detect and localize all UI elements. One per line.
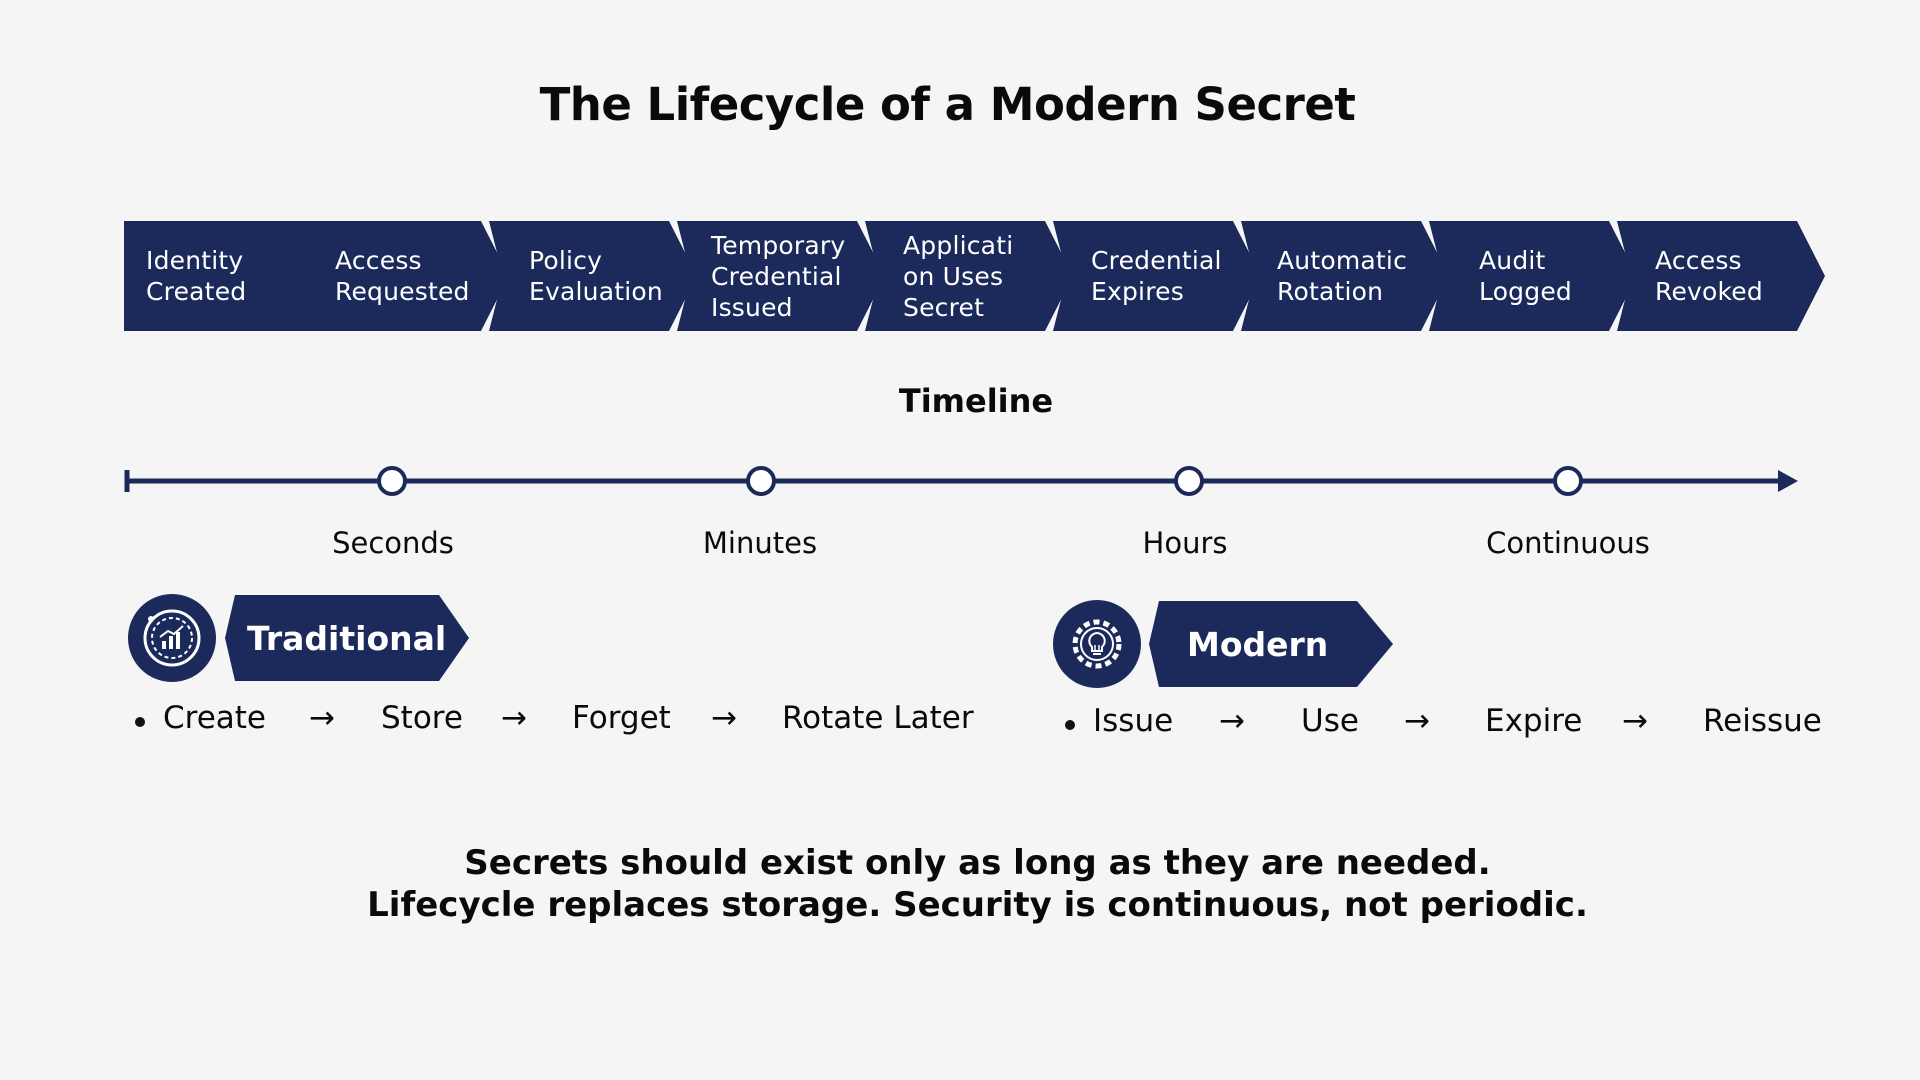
modern-arrow-2: →: [1404, 703, 1430, 739]
modern-step-issue: Issue: [1093, 703, 1174, 739]
footer-message: Secrets should exist only as long as the…: [0, 842, 1920, 926]
timeline-label-seconds: Seconds: [332, 526, 454, 560]
timeline-marker-hours: [1174, 466, 1204, 496]
modern-label-badge: Modern: [1149, 601, 1393, 687]
timeline-label-continuous: Continuous: [1486, 526, 1650, 560]
traditional-icon-badge: [128, 594, 216, 682]
timeline-title: Timeline: [898, 382, 1054, 420]
stage-label: Automatic Rotation: [1277, 246, 1408, 306]
modern-arrow-1: →: [1219, 703, 1245, 739]
gear-lightbulb-icon: [1072, 619, 1122, 669]
modern-flow: Issue → Use → Expire → Reissue: [0, 703, 1920, 743]
traditional-step-create: Create: [163, 700, 267, 736]
stage-label: Access Revoked: [1655, 246, 1763, 306]
stage-audit-logged[interactable]: Audit Logged: [1429, 221, 1637, 331]
traditional-step-rotate-later: Rotate Later: [782, 700, 974, 736]
stage-label: Credential Expires: [1091, 246, 1222, 306]
stage-label: Audit Logged: [1479, 246, 1572, 306]
stage-label: Temporary Credential Issued: [711, 230, 846, 322]
footer-line-1: Secrets should exist only as long as the…: [464, 843, 1491, 883]
traditional-flow: Create → Store → Forget → Rotate Later: [0, 700, 1000, 740]
traditional-step-store: Store: [381, 700, 463, 736]
stage-label: Access Requested: [335, 246, 470, 306]
modern-icon-badge: [1053, 600, 1141, 688]
timeline-axis: [124, 466, 1798, 496]
stage-access-revoked[interactable]: Access Revoked: [1617, 221, 1825, 331]
stage-label: Applicati on Uses Secret: [903, 230, 1014, 322]
stage-policy-evaluation[interactable]: Policy Evaluation: [489, 221, 697, 331]
traditional-label-badge: Traditional: [225, 595, 469, 681]
stage-label: Identity Created: [146, 246, 247, 306]
modern-label: Modern: [1187, 624, 1329, 664]
modern-arrow-3: →: [1622, 703, 1648, 739]
timeline-label-minutes: Minutes: [702, 526, 818, 560]
page-title: The Lifecycle of a Modern Secret: [539, 78, 1356, 131]
traditional-arrow-3: →: [711, 700, 737, 736]
stage-temporary-credential-issued[interactable]: Temporary Credential Issued: [677, 221, 885, 331]
timeline-label-hours: Hours: [1142, 526, 1228, 560]
timeline-marker-continuous: [1553, 466, 1583, 496]
traditional-label: Traditional: [247, 618, 447, 658]
traditional-arrow-1: →: [309, 700, 335, 736]
modern-step-expire: Expire: [1485, 703, 1583, 739]
modern-step-use: Use: [1301, 703, 1359, 739]
stage-identity-created[interactable]: Identity Created: [124, 221, 332, 331]
modern-step-reissue: Reissue: [1703, 703, 1822, 739]
lifecycle-stages: Identity Created Access Requested Policy…: [0, 221, 1920, 331]
stage-application-uses-secret[interactable]: Applicati on Uses Secret: [865, 221, 1073, 331]
timeline-marker-minutes: [746, 466, 776, 496]
stage-automatic-rotation[interactable]: Automatic Rotation: [1241, 221, 1449, 331]
timeline-arrowhead: [1778, 470, 1798, 492]
modern-bullet: [1065, 720, 1075, 730]
traditional-arrow-2: →: [501, 700, 527, 736]
stage-credential-expires[interactable]: Credential Expires: [1053, 221, 1261, 331]
stage-label: Policy Evaluation: [529, 246, 663, 306]
stage-access-requested[interactable]: Access Requested: [301, 221, 509, 331]
traditional-bullet: [135, 717, 145, 727]
timeline-marker-seconds: [377, 466, 407, 496]
footer-line-2: Lifecycle replaces storage. Security is …: [367, 885, 1588, 925]
traditional-step-forget: Forget: [572, 700, 671, 736]
analytics-chart-icon: [143, 609, 201, 667]
